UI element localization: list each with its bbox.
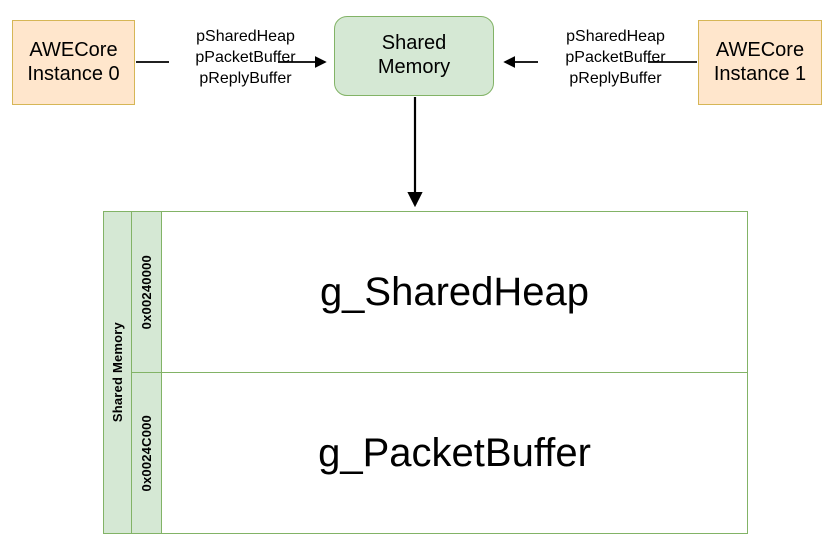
node-shared-memory-line1: Shared [381,32,447,55]
memory-map-address-cell: 0x00240000 [132,212,161,372]
edge-label-instance0-line1: pSharedHeap [196,28,295,45]
node-awecore-instance-0-line2: Instance 0 [27,62,120,85]
node-awecore-instance-1-line1: AWECore [715,38,805,61]
memory-map-address-column: 0x00240000 0x0024C000 [132,212,162,533]
memory-map-table: Shared Memory 0x00240000 0x0024C000 g_Sh… [103,211,748,534]
edge-label-instance0: pSharedHeap pPacketBuffer pReplyBuffer [168,27,323,89]
edge-label-instance1-line2: pPacketBuffer [565,48,666,66]
node-shared-memory[interactable]: Shared Memory [334,16,494,96]
memory-map-region-name-0: g_SharedHeap [319,269,590,314]
memory-map-group-label-cell: Shared Memory [104,212,132,533]
edge-label-instance1-line1: pSharedHeap [566,28,665,45]
edge-label-instance0-line2: pPacketBuffer [195,48,296,66]
node-awecore-instance-1-line2: Instance 1 [713,62,807,85]
memory-map-address-cell: 0x0024C000 [132,372,161,533]
edge-label-instance0-line3: pReplyBuffer [199,69,292,87]
memory-map-address-0: 0x00240000 [139,254,154,330]
edge-label-instance1-line3: pReplyBuffer [569,69,662,87]
node-awecore-instance-0[interactable]: AWECore Instance 0 [12,20,135,105]
edge-label-instance1: pSharedHeap pPacketBuffer pReplyBuffer [538,27,693,89]
memory-map-region-name-1: g_PacketBuffer [318,430,591,475]
memory-map-region-packet-buffer[interactable]: g_PacketBuffer [162,372,747,533]
node-awecore-instance-1[interactable]: AWECore Instance 1 [698,20,822,105]
memory-map-region-column: g_SharedHeap g_PacketBuffer [162,212,747,533]
node-shared-memory-line2: Memory [377,56,451,78]
memory-map-address-1: 0x0024C000 [139,414,154,492]
memory-map-group-label: Shared Memory [110,322,125,423]
memory-map-region-shared-heap[interactable]: g_SharedHeap [162,212,747,372]
node-awecore-instance-0-line1: AWECore [29,38,118,61]
